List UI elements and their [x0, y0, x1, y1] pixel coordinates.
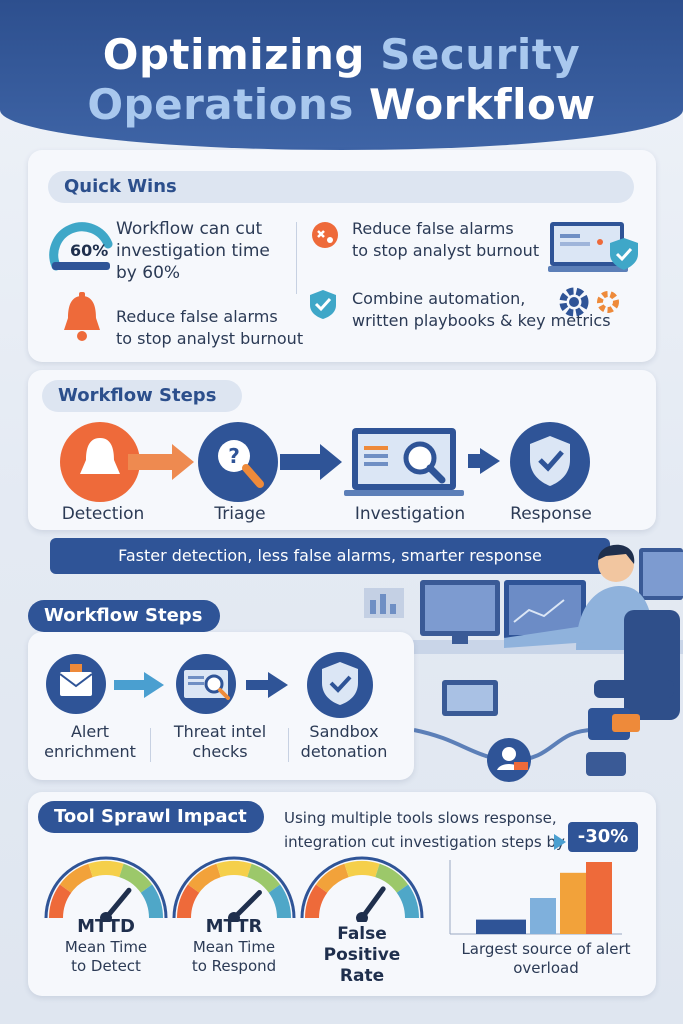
quick-wins-heading: Quick Wins [48, 171, 634, 203]
gauge-rim [300, 856, 424, 919]
header-band [0, 0, 683, 150]
detection-icon [60, 422, 194, 502]
shield-check-icon [310, 290, 336, 319]
bar-4 [586, 862, 612, 934]
laptop-shield-icon [548, 222, 638, 272]
gauge-hub [356, 912, 368, 922]
page-title: Optimizing Security Operations Workflow [87, 30, 596, 129]
tool-sprawl-heading: Tool Sprawl Impact [38, 801, 264, 833]
triage-icon: ? [198, 422, 342, 502]
gauge-segment [187, 863, 222, 893]
mttr-gauge [172, 856, 296, 922]
false-positive-gauge [300, 856, 424, 922]
gauge-segment [140, 884, 163, 919]
investigation-icon [344, 428, 500, 496]
gauge-segment [344, 861, 380, 878]
bell-icon [64, 292, 100, 341]
gauge-hub [100, 912, 112, 922]
quick-win-text-4: Combine automation,written playbooks & k… [352, 289, 611, 330]
gauge-segment [49, 884, 72, 919]
gauge-segment [268, 884, 291, 919]
gauge-rim [44, 856, 168, 919]
percent-badge: 60% [70, 241, 109, 260]
analyst-illustration [354, 544, 683, 782]
threat-intel-icon [176, 654, 288, 714]
workflow-steps-2-heading: Workflow Steps [28, 600, 220, 632]
gauge-segment [246, 863, 281, 893]
alert-overload-bars [449, 860, 622, 935]
gears-icon [559, 287, 619, 317]
gauge-needle [103, 887, 132, 921]
gauge-rim [172, 856, 296, 919]
mttd-gauge [44, 856, 168, 922]
step-detection-label: Detection [61, 504, 145, 524]
steps-divider-1 [150, 728, 151, 762]
gauge-segment [59, 863, 94, 893]
percent-gauge-icon [49, 222, 113, 271]
bar-1 [476, 919, 526, 934]
burnout-icon [312, 222, 338, 248]
gauge-segment [118, 863, 153, 893]
sandbox-shield-icon [307, 652, 373, 718]
steps-divider-2 [288, 728, 289, 762]
gauge-needle [359, 886, 386, 921]
gauge-segment [396, 884, 419, 919]
gauge-segment [305, 884, 328, 919]
step-response-label: Response [510, 504, 592, 524]
step-investigation-label: Investigation [354, 504, 466, 524]
step-triage-label: Triage [214, 504, 266, 524]
gauge-segment [177, 884, 200, 919]
mttr-label: MTTR [205, 916, 263, 937]
bar-2 [530, 898, 556, 934]
arrow-right-icon [554, 834, 566, 850]
gauge-segment [216, 861, 252, 878]
quick-wins-divider [296, 222, 297, 294]
reduction-badge: -30% [568, 822, 638, 852]
gauge-segment [374, 863, 409, 893]
gauge-segment [88, 861, 124, 878]
summary-banner: Faster detection, less false alarms, sma… [50, 538, 610, 574]
bar-3 [560, 872, 586, 934]
svg-text:?: ? [228, 444, 240, 468]
alert-enrichment-icon [46, 654, 164, 714]
gauge-hub [228, 912, 240, 922]
mttd-label: MTTD [77, 916, 135, 937]
gauge-segment [315, 863, 350, 893]
tool-sprawl-note: Using multiple tools slows response,inte… [284, 809, 565, 851]
workflow-steps-heading: Workflow Steps [42, 380, 242, 412]
response-shield-icon [510, 422, 590, 502]
